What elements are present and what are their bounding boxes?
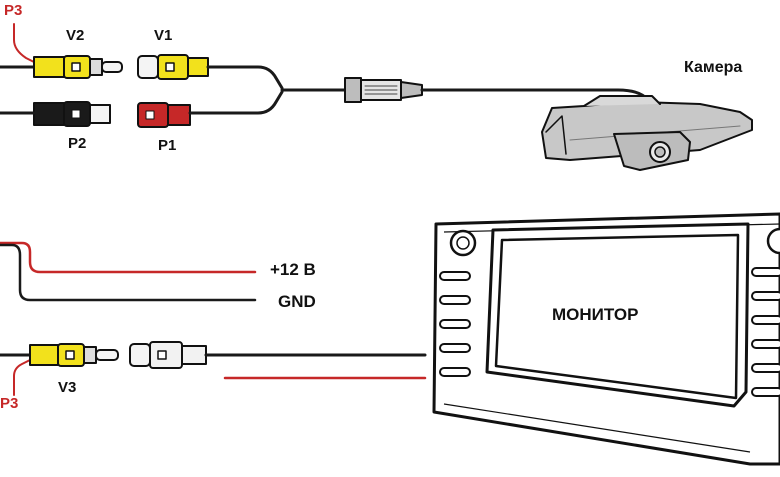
rca-socket-v1 <box>137 54 209 80</box>
connector-p1 <box>137 102 191 128</box>
label-camera: Камера <box>684 59 743 76</box>
gnd-wire <box>0 243 257 302</box>
rca-socket-grey <box>129 341 207 369</box>
label-gnd: GND <box>278 292 316 311</box>
monitor-knob-left <box>449 229 477 257</box>
monitor-unit <box>432 212 780 466</box>
monitor-knob-right <box>766 227 780 255</box>
rca-plug-v2 <box>33 55 123 79</box>
monitor-harness <box>0 241 427 396</box>
monitor-screen <box>494 233 740 400</box>
camera-multipin-connector <box>344 77 423 103</box>
p3-wire-bottom <box>13 359 31 396</box>
monitor-buttons-left <box>439 271 471 377</box>
monitor-buttons-right <box>751 267 780 397</box>
label-v2: V2 <box>66 27 85 44</box>
label-p1: P1 <box>158 137 177 154</box>
label-p3-top: P3 <box>4 2 23 19</box>
p3-wire-top <box>13 23 35 63</box>
label-p3-bottom: P3 <box>0 395 19 412</box>
label-v1: V1 <box>154 27 173 44</box>
label-plus12: +12 В <box>270 260 316 279</box>
p1-cable <box>188 90 284 115</box>
label-monitor: МОНИТОР <box>552 305 639 324</box>
rca-plug-v3 <box>29 343 119 367</box>
label-v3: V3 <box>58 379 77 396</box>
label-p2: P2 <box>68 135 87 152</box>
camera-harness <box>0 23 753 171</box>
connector-p2 <box>33 101 111 127</box>
camera-bracket <box>541 95 753 171</box>
plus12-wire <box>0 241 257 274</box>
v1-cable <box>206 65 284 90</box>
